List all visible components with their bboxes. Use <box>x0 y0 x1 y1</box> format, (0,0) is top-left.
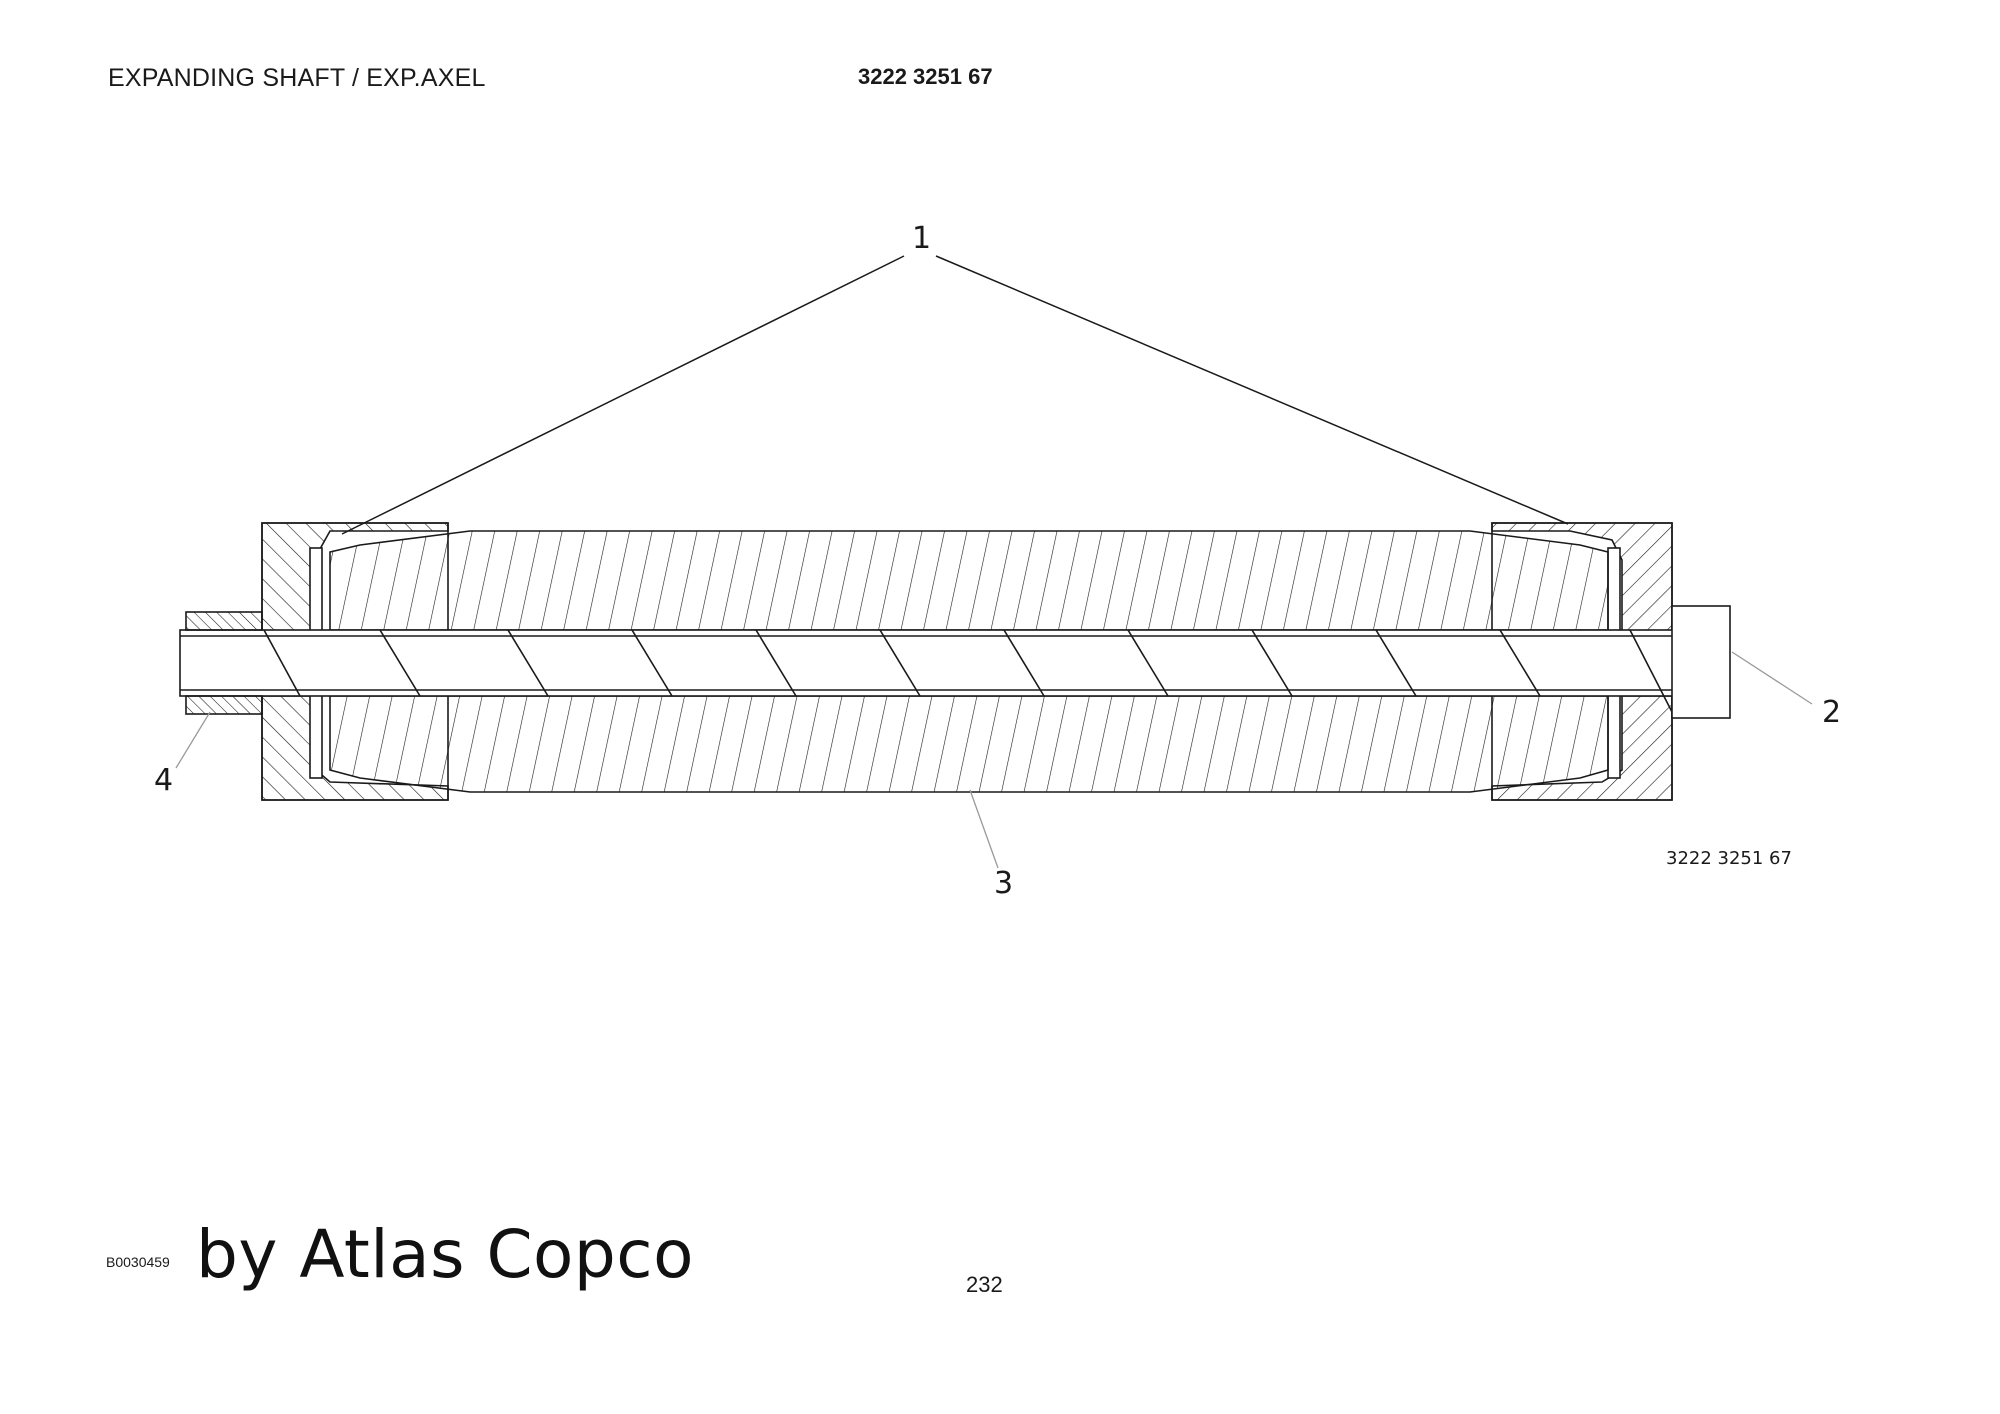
brand-watermark: by Atlas Copco <box>196 1216 694 1293</box>
drawing-id: 3222 3251 67 <box>1666 848 1792 869</box>
lower-sleeve <box>329 695 1609 793</box>
central-spindle <box>179 629 1678 697</box>
callout-4: 4 <box>154 763 173 798</box>
shaft-body <box>179 522 1731 801</box>
left-nut-upper <box>185 611 263 631</box>
upper-sleeve <box>329 530 1609 631</box>
right-journal <box>1671 605 1731 719</box>
callout-3: 3 <box>994 866 1013 901</box>
callout-2: 2 <box>1822 695 1841 730</box>
callout-1: 1 <box>912 221 931 256</box>
header-part-number: 3222 3251 67 <box>858 64 993 89</box>
spindle-helix-lines <box>263 629 1673 713</box>
callout-leaders-gray <box>175 651 1813 869</box>
page-number: 232 <box>966 1272 1003 1297</box>
document-code: B0030459 <box>106 1254 170 1270</box>
left-nut-lower <box>185 695 263 715</box>
page-title: EXPANDING SHAFT / EXP.AXEL <box>108 64 486 92</box>
callout-leaders <box>341 255 1569 535</box>
